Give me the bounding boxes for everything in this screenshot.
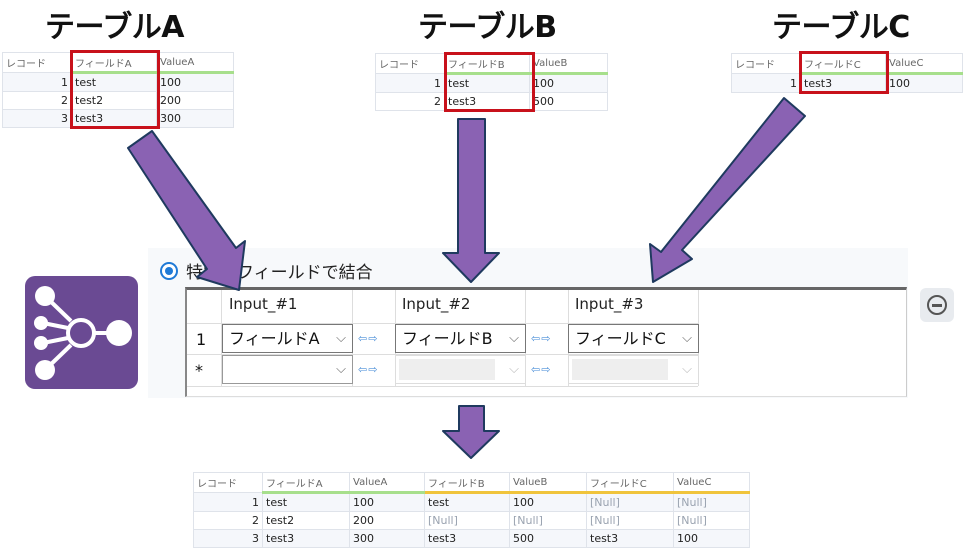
table-c-title: テーブルC: [772, 10, 910, 45]
column-header: フィールドA: [262, 472, 350, 494]
column-header: ValueA: [156, 52, 234, 74]
column-header: ValueC: [885, 53, 963, 75]
result-table: レコード フィールドA ValueA フィールドB ValueB フィールドC …: [193, 472, 750, 548]
join-arrows-icon: ⇦⇨: [531, 363, 552, 376]
input-3-header: Input_#3: [575, 295, 644, 313]
column-header: フィールドB: [424, 472, 510, 494]
table-row: 3 test3 300 test3 500 test3 100: [193, 529, 750, 548]
column-header: レコード: [375, 53, 445, 74]
cell: test2: [262, 511, 350, 530]
cell: [Null]: [673, 492, 750, 512]
join-arrows-icon: ⇦⇨: [531, 332, 552, 345]
column-header: フィールドC: [586, 472, 674, 494]
arrow-result-icon: [442, 405, 500, 459]
column-header: ValueB: [509, 472, 587, 494]
cell: 500: [509, 529, 587, 548]
cell: 3: [2, 109, 72, 128]
cell: 300: [156, 109, 234, 128]
cell: test: [71, 72, 157, 92]
chevron-down-icon: ⌵: [509, 331, 519, 346]
column-header: フィールドA: [71, 52, 157, 74]
input-2-header: Input_#2: [402, 295, 471, 313]
new-field-1-select[interactable]: ⌵: [222, 355, 353, 384]
cell: test: [444, 73, 530, 93]
chevron-down-icon: ⌵: [682, 331, 692, 346]
cell: test: [262, 492, 350, 512]
cell: test: [424, 492, 510, 512]
chevron-down-icon: ⌵: [336, 331, 346, 346]
row-label: 1: [196, 330, 207, 349]
column-header: レコード: [2, 52, 72, 73]
highlight-field-c: [799, 51, 889, 94]
cell: 3: [193, 529, 263, 548]
column-header: ValueB: [529, 53, 608, 75]
join-field-grid: Input_#1 Input_#2 Input_#3 1 * フィールドA ⌵ …: [185, 287, 907, 397]
cell: 1: [375, 73, 445, 93]
cell: test3: [424, 529, 510, 548]
table-b-title: テーブルB: [418, 10, 557, 45]
table-a-title: テーブルA: [45, 10, 184, 45]
arrow-c-icon: [649, 97, 806, 283]
input-1-header: Input_#1: [229, 295, 298, 313]
chevron-down-icon: ⌵: [682, 362, 692, 377]
cell: test2: [71, 91, 157, 110]
column-header: ValueA: [349, 472, 425, 494]
field-c-select[interactable]: フィールドC ⌵: [568, 324, 699, 353]
column-header: フィールドC: [800, 53, 886, 75]
cell: 100: [885, 73, 963, 93]
table-row: 1 test 100 test 100 [Null] [Null]: [193, 492, 750, 512]
join-by-field-radio[interactable]: [160, 262, 178, 280]
join-multiple-tool-icon: [25, 276, 138, 389]
arrow-a-icon: [127, 130, 246, 291]
cell: [Null]: [673, 511, 750, 530]
table-row: 2 test2 200 [Null] [Null] [Null] [Null]: [193, 511, 750, 530]
cell: 1: [2, 72, 72, 92]
arrow-b-icon: [442, 118, 500, 283]
remove-row-button[interactable]: [920, 288, 954, 322]
new-field-2-select: ⌵: [395, 355, 526, 384]
cell: 100: [673, 529, 750, 548]
highlight-field-b: [444, 52, 535, 112]
field-b-select[interactable]: フィールドB ⌵: [395, 324, 526, 353]
field-a-select[interactable]: フィールドA ⌵: [222, 324, 353, 353]
chevron-down-icon: ⌵: [509, 362, 519, 377]
column-header: ValueC: [673, 472, 750, 494]
new-field-3-select: ⌵: [568, 355, 699, 384]
cell: 500: [529, 92, 608, 111]
cell: 1: [193, 492, 263, 512]
cell: 1: [731, 73, 801, 93]
cell: 300: [349, 529, 425, 548]
select-value: フィールドB: [402, 329, 493, 348]
column-header: フィールドB: [444, 53, 530, 75]
minus-circle-icon: [927, 295, 947, 315]
chevron-down-icon: ⌵: [336, 362, 346, 377]
join-arrows-icon: ⇦⇨: [358, 332, 379, 345]
select-value: フィールドC: [575, 329, 666, 348]
highlight-field-a: [70, 50, 160, 129]
row-label-new: *: [195, 361, 203, 380]
cell: test3: [586, 529, 674, 548]
select-value: フィールドA: [229, 329, 320, 348]
join-arrows-icon: ⇦⇨: [358, 363, 379, 376]
cell: [Null]: [586, 511, 674, 530]
cell: test3: [262, 529, 350, 548]
